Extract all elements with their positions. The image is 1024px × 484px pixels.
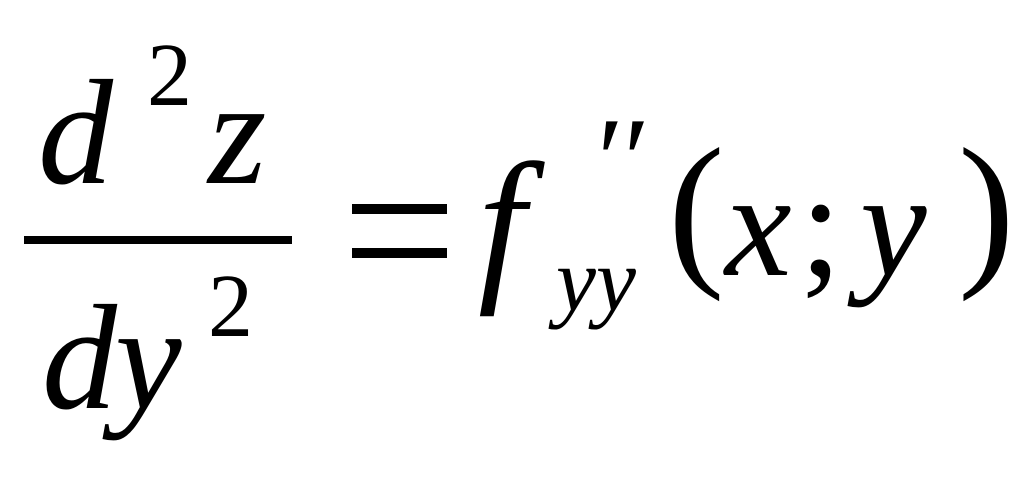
numerator-exponent: 2 bbox=[147, 26, 192, 125]
close-paren: ) bbox=[958, 114, 1015, 302]
fraction-bar bbox=[24, 236, 292, 244]
denominator-y: y bbox=[102, 275, 182, 441]
denominator-exponent: 2 bbox=[208, 257, 253, 356]
open-paren: ( bbox=[668, 114, 725, 302]
numerator-z: z bbox=[206, 50, 266, 216]
denominator-d: d bbox=[42, 275, 118, 441]
function-subscript: yy bbox=[548, 231, 636, 330]
arg-y: y bbox=[847, 142, 927, 308]
equals-bottom-bar bbox=[352, 248, 447, 258]
equals-top-bar bbox=[352, 204, 447, 214]
arg-separator: ; bbox=[800, 142, 842, 308]
arg-x: x bbox=[723, 142, 792, 308]
function-name: f bbox=[478, 129, 545, 317]
numerator-d: d bbox=[38, 50, 114, 216]
function-primes: ′′ bbox=[590, 93, 644, 226]
